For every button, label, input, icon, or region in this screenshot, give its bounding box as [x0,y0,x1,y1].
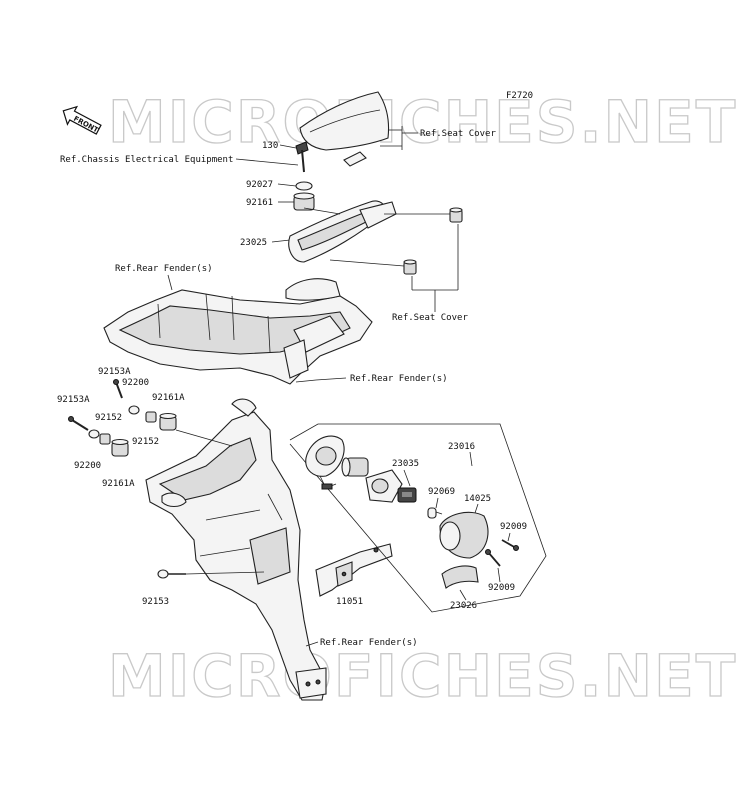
part-92069-label: 92069 [428,487,455,497]
figure-code: F2720 [506,91,533,101]
washer-92200-a-icon [128,405,140,415]
socket-23035-part [341,457,369,477]
lower-rear-fender-part [145,398,327,701]
part-92152-label-a: 92152 [95,413,122,423]
ref-rear-fender-bottom: Ref.Rear Fender(s) [320,638,418,648]
part-92027-label: 92027 [246,180,273,190]
part-92152-label-b: 92152 [132,437,159,447]
part-92200-label-a: 92200 [122,378,149,388]
bolt-130-icon [295,141,309,173]
screw-92009-a-icon [501,539,519,551]
watermark-top: MICROFICHES.NET [108,88,737,156]
ref-chassis-electrical: Ref.Chassis Electrical Equipment [60,155,233,165]
bolt-92153A-a-icon [113,379,123,399]
screw-92009-b-icon [485,549,501,567]
damper-92161A-b-icon [111,438,129,457]
grommet-right-icon [449,207,463,223]
part-92161A-label-a: 92161A [152,393,185,403]
part-23025-label: 23025 [240,238,267,248]
lamp-holder-part [365,469,403,503]
part-92200-label-b: 92200 [74,461,101,471]
ref-seat-cover-top: Ref.Seat Cover [420,129,496,139]
collar-92152-b-icon [145,411,157,423]
damper-92161-icon [293,192,315,211]
part-23016-label: 23016 [448,442,475,452]
part-23026-label: 23026 [450,601,477,611]
part-23035-label: 23035 [392,459,419,469]
watermark-bottom: MICROFICHES.NET [108,642,737,710]
washer-92027-icon [295,181,313,191]
part-92153A-label-a: 92153A [98,367,131,377]
washer-92200-b-icon [88,429,100,439]
part-92161-label: 92161 [246,198,273,208]
bolt-92153-icon [157,569,186,579]
seat-cover-part [299,91,403,167]
grommet-left-icon [403,259,417,275]
reflector-23026-part [441,565,479,589]
part-92153A-label-b: 92153A [57,395,90,405]
damper-92161A-a-icon [159,412,177,431]
part-92009-label-a: 92009 [500,522,527,532]
connector-icon [397,487,417,503]
lamp-housing-part [305,435,345,490]
part-92153-label: 92153 [142,597,169,607]
bulb-92069-icon [427,507,443,519]
part-14025-label: 14025 [464,494,491,504]
rear-fender-frame-part [103,278,373,385]
bolt-92153A-b-icon [68,416,89,431]
part-92161A-label-b: 92161A [102,479,135,489]
part-11051-label: 11051 [336,597,363,607]
ref-seat-cover-right: Ref.Seat Cover [392,313,468,323]
lens-14025-part [439,511,489,559]
front-arrow-icon: FRONT [62,105,102,135]
ref-rear-fender-mid: Ref.Rear Fender(s) [350,374,448,384]
part-130-label: 130 [262,141,278,151]
tail-light-assembly-box [289,423,547,613]
part-92009-label-b: 92009 [488,583,515,593]
collar-92152-a-icon [99,433,111,445]
bracket-11051-part [315,543,393,597]
ref-rear-fender-left: Ref.Rear Fender(s) [115,264,213,274]
grab-rail-23025-part [288,200,397,263]
